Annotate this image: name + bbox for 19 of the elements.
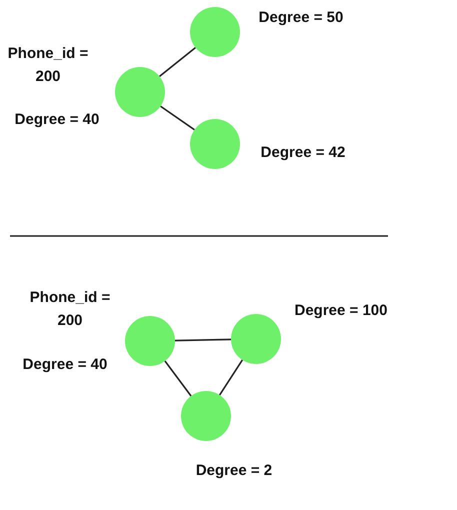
- circle-node: [190, 7, 240, 57]
- connector-line: [159, 47, 196, 77]
- circle-node: [125, 316, 175, 366]
- circle-node: [115, 67, 165, 117]
- node-caption: Degree = 40: [14, 110, 100, 130]
- node-caption: Degree = 40: [22, 355, 108, 375]
- node-caption: Degree = 50: [258, 8, 344, 28]
- connector-line: [160, 106, 195, 130]
- circle-node: [190, 119, 240, 169]
- node-caption: Degree = 100: [294, 301, 388, 321]
- node-caption: Degree = 2: [194, 461, 274, 481]
- connector-line: [218, 360, 244, 396]
- circle-node: [181, 391, 231, 441]
- connector-line: [164, 360, 192, 396]
- node-caption: Phone_id = 200: [6, 44, 90, 87]
- node-caption: Phone_id = 200: [28, 288, 112, 331]
- connector-line: [174, 338, 232, 342]
- node-caption: Degree = 42: [260, 143, 346, 163]
- circle-node: [231, 314, 281, 364]
